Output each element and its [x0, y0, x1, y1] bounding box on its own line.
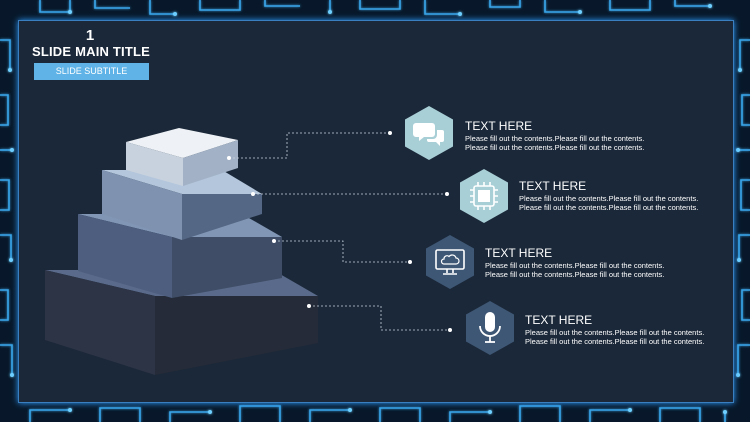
- tier-1-top: [126, 128, 238, 158]
- microphone-icon: [479, 312, 501, 343]
- item-2-desc-line-2: Please fill out the contents.Please fill…: [519, 203, 699, 212]
- slide-subtitle: SLIDE SUBTITLE: [34, 63, 149, 80]
- item-4-title: TEXT HERE: [525, 313, 593, 327]
- connector-3-start: [272, 239, 276, 243]
- item-2-hexagon: [455, 167, 513, 225]
- tier-2-front: [102, 170, 182, 240]
- tier-3-front: [78, 214, 172, 298]
- item-3-desc-line-1: Please fill out the contents.Please fill…: [485, 261, 665, 270]
- item-1-desc-line-1: Please fill out the contents.Please fill…: [465, 134, 645, 143]
- tier-1-side: [183, 140, 238, 186]
- item-4-hexagon: [461, 299, 519, 357]
- connector-4-start: [307, 304, 311, 308]
- item-2-desc-line-1: Please fill out the contents.Please fill…: [519, 194, 699, 203]
- connector-4: [309, 305, 450, 331]
- item-1-title: TEXT HERE: [465, 119, 533, 133]
- item-3-title: TEXT HERE: [485, 246, 553, 260]
- item-4-desc-line-1: Please fill out the contents.Please fill…: [525, 328, 705, 337]
- connector-1-end: [388, 131, 392, 135]
- tier-1-front: [126, 142, 183, 186]
- item-1-hexagon: [400, 104, 458, 162]
- tier-2-side: [182, 194, 262, 240]
- connector-2-start: [251, 192, 255, 196]
- connector-1-start: [227, 156, 231, 160]
- item-1-desc-line-2: Please fill out the contents.Please fill…: [465, 143, 645, 152]
- item-2-title: TEXT HERE: [519, 179, 587, 193]
- tier-4-front: [45, 270, 155, 375]
- connector-1: [229, 132, 390, 159]
- slide-number: 1: [85, 27, 95, 44]
- connector-3-end: [408, 260, 412, 264]
- item-4-desc-line-2: Please fill out the contents.Please fill…: [525, 337, 705, 346]
- tier-4-side: [155, 296, 318, 375]
- connector-3: [274, 240, 410, 263]
- item-3-desc-line-2: Please fill out the contents.Please fill…: [485, 270, 665, 279]
- cloud-monitor-icon: [435, 249, 465, 275]
- chat-bubbles-icon: [413, 123, 444, 146]
- tier-3-side: [172, 237, 282, 298]
- connector-4-end: [448, 328, 452, 332]
- slide-main-title: SLIDE MAIN TITLE: [31, 44, 151, 59]
- item-3-hexagon: [421, 233, 479, 291]
- chip-icon: [470, 182, 498, 210]
- connector-2-end: [445, 192, 449, 196]
